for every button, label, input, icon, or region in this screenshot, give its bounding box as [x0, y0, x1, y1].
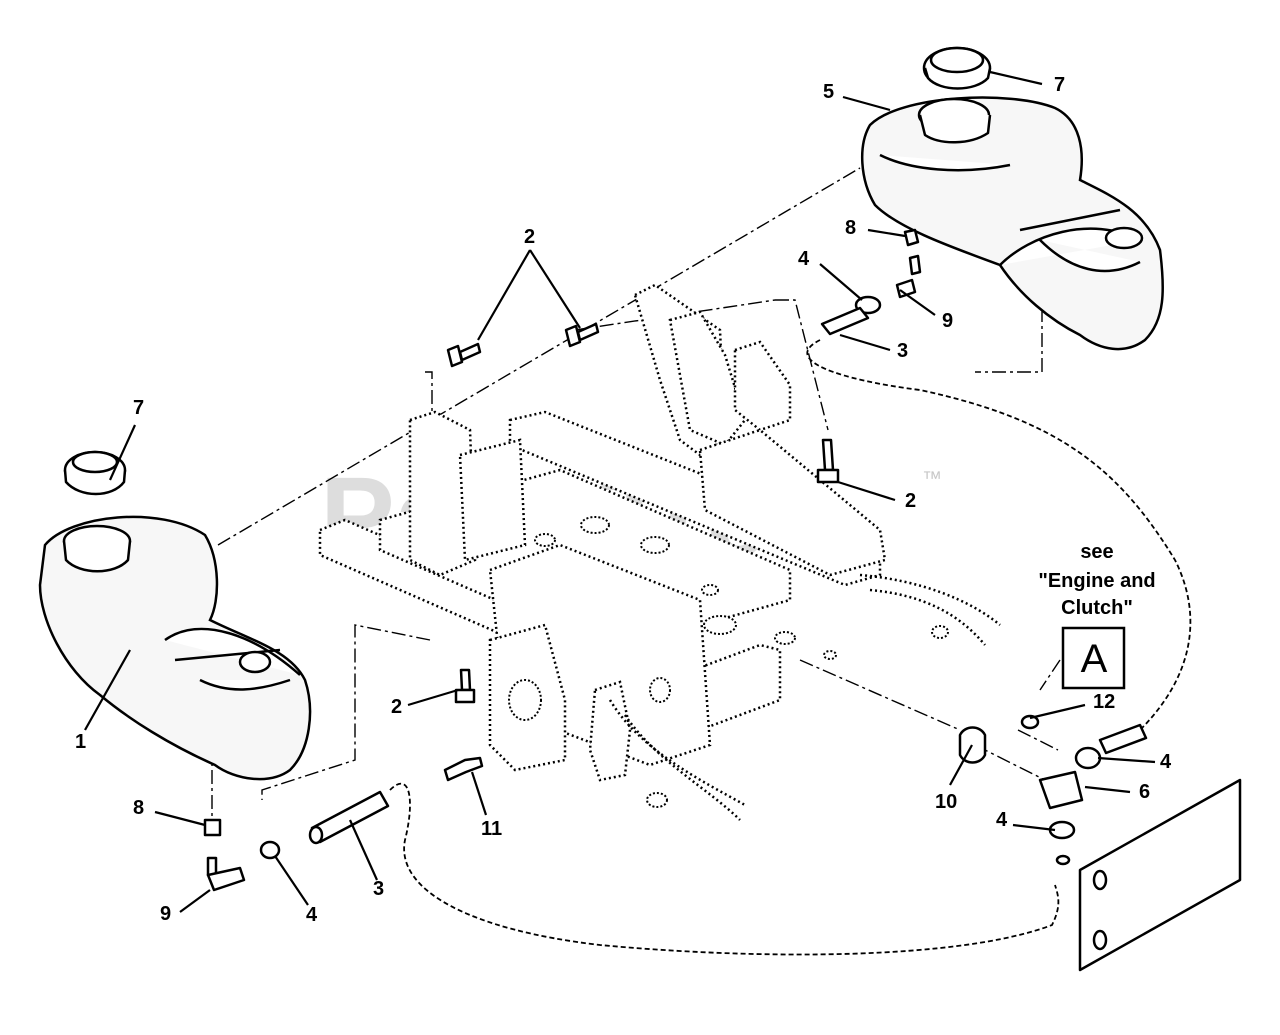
callout-4-right-low: 4 [996, 809, 1008, 831]
bolts [443, 322, 840, 782]
callout-10: 10 [935, 791, 957, 813]
callout-6: 6 [1139, 781, 1150, 803]
callout-3-bottom: 3 [373, 878, 384, 900]
reference-note: see "Engine and Clutch" A [1038, 541, 1156, 690]
reference-box [1061, 626, 1126, 690]
callout-4-right: 4 [1160, 751, 1172, 773]
callout-12: 12 [1093, 691, 1115, 713]
callout-2-top: 2 [524, 226, 535, 248]
fuel-hose-lines [389, 339, 1192, 956]
fuel-cap-left [63, 450, 127, 496]
callout-7-top: 7 [1054, 74, 1065, 96]
callout-8-left: 8 [133, 797, 144, 819]
engine-plate [1078, 778, 1242, 972]
fittings-and-clamps [203, 228, 1148, 892]
reference-note-line-1: see [1080, 541, 1113, 563]
callout-labels: 1 2 2 2 3 3 4 4 4 4 5 6 7 7 8 8 9 9 10 1… [75, 74, 1172, 926]
callout-4-top: 4 [798, 248, 810, 270]
callout-7-left: 7 [133, 397, 144, 419]
callout-9-top: 9 [942, 310, 953, 332]
callout-2-left: 2 [391, 696, 402, 718]
assembly-guide-lines [211, 167, 1061, 820]
mower-frame [318, 283, 1001, 821]
callout-9-left: 9 [160, 903, 171, 925]
callout-1: 1 [75, 731, 86, 753]
leader-lines [84, 70, 1156, 913]
callout-8-top: 8 [845, 217, 856, 239]
callout-4-bottom: 4 [306, 904, 318, 926]
reference-box-label: A [1081, 637, 1108, 681]
fuel-tank-right [861, 96, 1164, 351]
reference-note-line-2: "Engine and [1038, 570, 1155, 592]
watermark-trademark: ™ [922, 468, 942, 490]
reference-note-line-3: Clutch" [1061, 597, 1133, 619]
fuel-cap-right [922, 46, 992, 90]
callout-2-right: 2 [905, 490, 916, 512]
callout-5: 5 [823, 81, 834, 103]
callout-11: 11 [481, 818, 502, 840]
callout-3-top: 3 [897, 340, 908, 362]
fuel-tank-left [38, 515, 312, 781]
